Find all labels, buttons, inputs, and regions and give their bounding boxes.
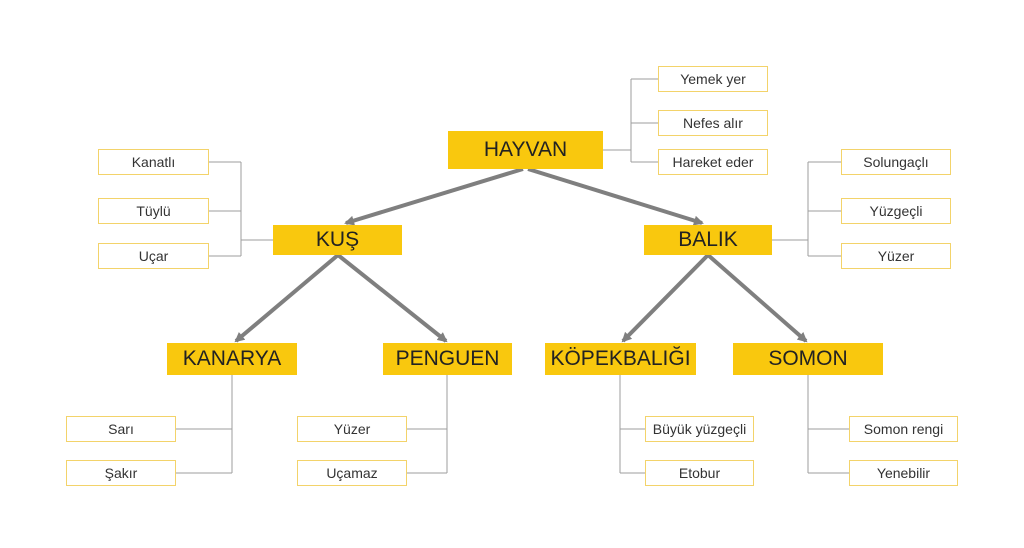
node-kanarya: KANARYA <box>167 343 297 375</box>
node-somon: SOMON <box>733 343 883 375</box>
connector-kopekbaligi-properties <box>619 375 645 474</box>
node-hayvan: HAYVAN <box>448 131 603 169</box>
node-kopekbaligi: KÖPEKBALIĞI <box>545 343 696 375</box>
property-box: Solungaçlı <box>841 149 951 175</box>
arrow-kus-penguen <box>336 253 448 343</box>
arrow-hayvan-balik <box>527 167 704 226</box>
property-box: Sarı <box>66 416 176 442</box>
property-box: Yüzer <box>297 416 407 442</box>
property-box: Uçar <box>98 243 209 269</box>
property-box: Yüzer <box>841 243 951 269</box>
connector-penguen-properties <box>407 375 448 474</box>
connector-somon-properties <box>807 375 849 474</box>
connector-kanarya-properties <box>176 375 233 474</box>
connector-hayvan-properties <box>603 78 658 163</box>
property-box: Kanatlı <box>98 149 209 175</box>
node-kus: KUŞ <box>273 225 402 255</box>
property-box: Şakır <box>66 460 176 486</box>
property-box: Etobur <box>645 460 754 486</box>
arrow-balik-somon <box>706 253 808 343</box>
property-box: Yemek yer <box>658 66 768 92</box>
property-box: Somon rengi <box>849 416 958 442</box>
property-box: Hareket eder <box>658 149 768 175</box>
property-box: Uçamaz <box>297 460 407 486</box>
connector-balik-properties <box>772 161 841 257</box>
node-penguen: PENGUEN <box>383 343 512 375</box>
property-box: Yenebilir <box>849 460 958 486</box>
property-box: Nefes alır <box>658 110 768 136</box>
node-balik: BALIK <box>644 225 772 255</box>
property-box: Yüzgeçli <box>841 198 951 224</box>
property-box: Tüylü <box>98 198 209 224</box>
arrow-hayvan-kus <box>344 167 524 226</box>
property-box: Büyük yüzgeçli <box>645 416 754 442</box>
arrow-kus-kanarya <box>234 253 340 343</box>
connector-kus-properties <box>209 161 273 257</box>
arrow-balik-kopekbaligi <box>621 253 710 343</box>
